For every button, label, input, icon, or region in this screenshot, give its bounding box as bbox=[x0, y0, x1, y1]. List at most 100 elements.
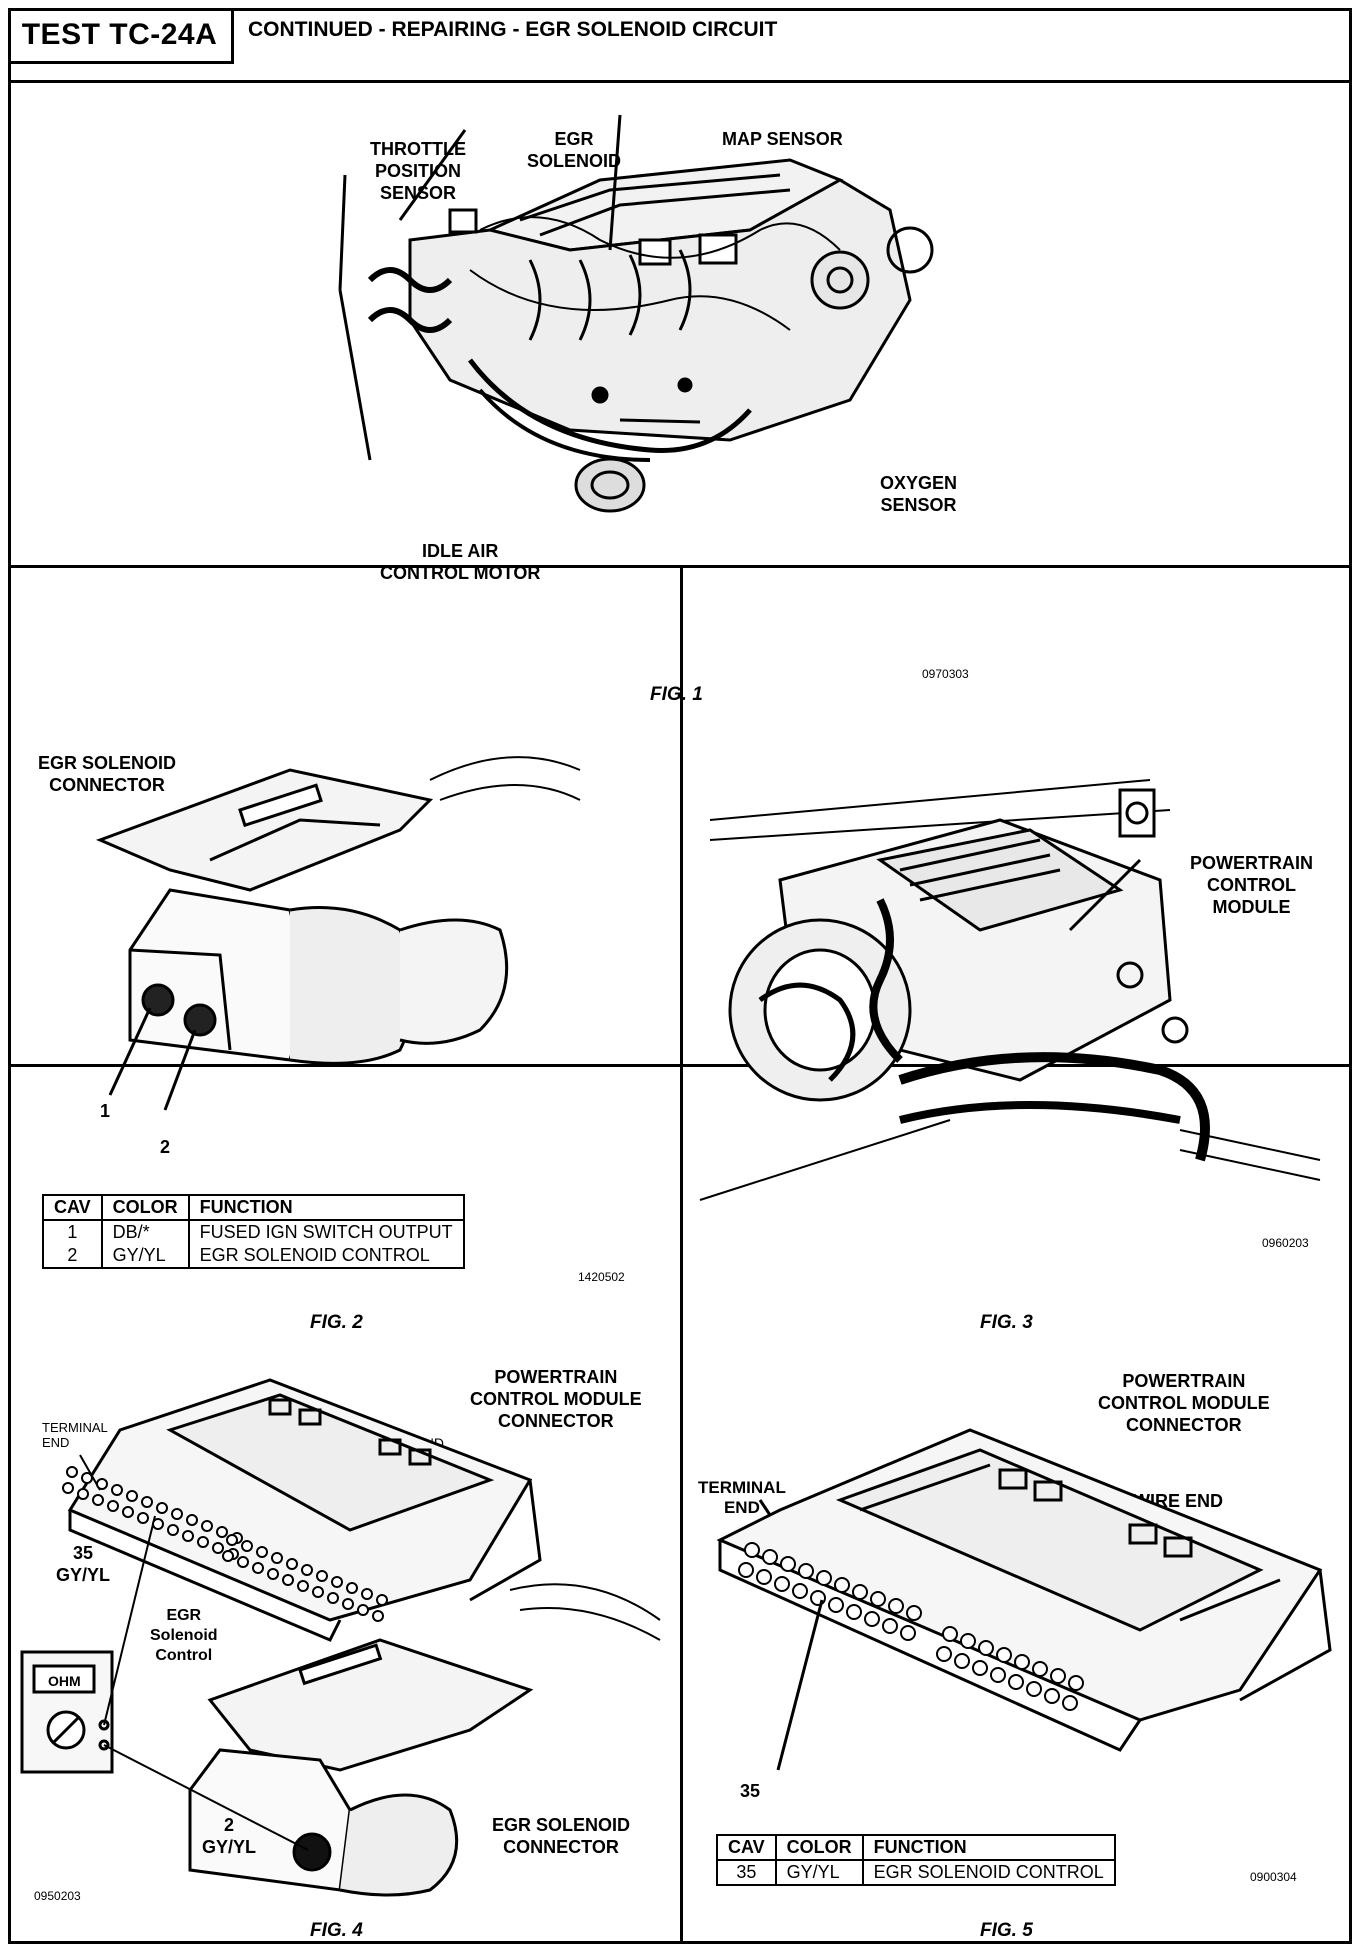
connector-pin bbox=[1068, 1675, 1084, 1691]
table-cell: 1 bbox=[42, 1219, 103, 1244]
egr-solenoid-connector-title: EGR SOLENOID CONNECTOR bbox=[38, 753, 177, 795]
table-cell: DB/* bbox=[100, 1219, 190, 1244]
connector-pin bbox=[1026, 1681, 1042, 1697]
table-header: CAV bbox=[716, 1834, 777, 1861]
connector-pin bbox=[111, 1484, 123, 1496]
connector-pin bbox=[156, 1502, 168, 1514]
connector-pin bbox=[216, 1526, 228, 1538]
connector-pin bbox=[222, 1550, 234, 1562]
header-divider bbox=[8, 80, 1352, 83]
egr-connector-illustration bbox=[95, 756, 581, 1111]
fig3-code: 0960203 bbox=[1262, 1236, 1309, 1250]
connector-pin bbox=[152, 1518, 164, 1530]
table-header: FUNCTION bbox=[861, 1834, 1116, 1861]
fig4-pcm-connector-label: POWERTRAIN CONTROL MODULE CONNECTOR bbox=[470, 1367, 642, 1431]
fig4-pin2-label: 2 GY/YL bbox=[202, 1815, 257, 1857]
connector-pin bbox=[126, 1490, 138, 1502]
connector-pin bbox=[66, 1466, 78, 1478]
connector-pin bbox=[762, 1549, 778, 1565]
table-cell: GY/YL bbox=[774, 1859, 864, 1886]
connector-pin bbox=[738, 1562, 754, 1578]
throttle-position-sensor-label: THROTTLE POSITION SENSOR bbox=[370, 139, 466, 203]
fig2-pin-table: CAV COLOR FUNCTION 1 DB/* FUSED IGN SWIT… bbox=[42, 1194, 465, 1269]
fig4-egr-solenoid-control-label: EGR Solenoid Control bbox=[150, 1607, 218, 1664]
table-cell: 2 bbox=[42, 1244, 103, 1269]
connector-pin bbox=[906, 1605, 922, 1621]
connector-pin bbox=[286, 1558, 298, 1570]
connector-pin bbox=[888, 1598, 904, 1614]
test-id: TEST TC-24A bbox=[21, 17, 218, 51]
map-sensor-label: MAP SENSOR bbox=[722, 129, 843, 149]
connector-pin bbox=[271, 1552, 283, 1564]
fig4-terminal-end-label: TERMINAL END bbox=[42, 1420, 108, 1450]
idle-air-control-motor-label: IDLE AIR CONTROL MOTOR bbox=[380, 541, 541, 583]
connector-pin bbox=[212, 1542, 224, 1554]
connector-pin bbox=[201, 1520, 213, 1532]
table-cell: EGR SOLENOID CONTROL bbox=[187, 1244, 465, 1269]
connector-pin bbox=[372, 1610, 384, 1622]
connector-pin bbox=[62, 1482, 74, 1494]
connector-pin bbox=[226, 1534, 238, 1546]
connector-pin bbox=[756, 1569, 772, 1585]
connector-pin bbox=[1044, 1688, 1060, 1704]
fig5-caption: FIG. 5 bbox=[980, 1920, 1033, 1941]
connector-pin bbox=[882, 1618, 898, 1634]
connector-pin bbox=[798, 1563, 814, 1579]
connector-pin bbox=[171, 1508, 183, 1520]
connector-pin bbox=[744, 1542, 760, 1558]
ohmmeter-display: OHM bbox=[48, 1673, 81, 1689]
connector-pin bbox=[1062, 1695, 1078, 1711]
connector-pin bbox=[900, 1625, 916, 1641]
connector-pin bbox=[282, 1574, 294, 1586]
table-row: 2 GY/YL EGR SOLENOID CONTROL bbox=[42, 1244, 465, 1269]
fig5-pin35-label: 35 bbox=[740, 1781, 761, 1801]
pin2-label: 2 bbox=[160, 1137, 171, 1157]
table-header: FUNCTION bbox=[187, 1194, 465, 1221]
connector-pin bbox=[301, 1564, 313, 1576]
connector-pin bbox=[107, 1500, 119, 1512]
connector-pin bbox=[137, 1512, 149, 1524]
fig5-terminal-end-label: TERMINAL END bbox=[698, 1478, 786, 1517]
fig4-pcm-connector-illustration bbox=[20, 1378, 661, 1897]
connector-pin bbox=[197, 1536, 209, 1548]
fig2-caption: FIG. 2 bbox=[310, 1312, 363, 1333]
connector-pin bbox=[936, 1646, 952, 1662]
test-id-box: TEST TC-24A bbox=[8, 8, 234, 64]
connector-pin bbox=[376, 1594, 388, 1606]
engine-illustration bbox=[338, 114, 934, 513]
egr-solenoid-label: EGR SOLENOID bbox=[527, 129, 622, 171]
connector-pin bbox=[316, 1570, 328, 1582]
connector-pin bbox=[167, 1524, 179, 1536]
fig4-pin35-label: 35 GY/YL bbox=[56, 1543, 111, 1585]
connector-pin bbox=[182, 1530, 194, 1542]
fig1-caption: FIG. 1 bbox=[650, 684, 703, 705]
connector-pin bbox=[870, 1591, 886, 1607]
table-cell: 35 bbox=[716, 1859, 777, 1886]
fig5-pcm-connector-label: POWERTRAIN CONTROL MODULE CONNECTOR bbox=[1098, 1371, 1270, 1435]
connector-pin bbox=[256, 1546, 268, 1558]
connector-pin bbox=[1032, 1661, 1048, 1677]
table-row: 1 DB/* FUSED IGN SWITCH OUTPUT bbox=[42, 1219, 465, 1244]
fig3-caption: FIG. 3 bbox=[980, 1312, 1033, 1333]
connector-pin bbox=[1014, 1654, 1030, 1670]
connector-pin bbox=[834, 1577, 850, 1593]
table-header: COLOR bbox=[100, 1194, 190, 1221]
connector-pin bbox=[81, 1472, 93, 1484]
connector-pin bbox=[141, 1496, 153, 1508]
fig2-code: 1420502 bbox=[578, 1270, 625, 1284]
table-header-row: CAV COLOR FUNCTION bbox=[716, 1834, 1116, 1861]
connector-pin bbox=[780, 1556, 796, 1572]
pcm-location-illustration bbox=[699, 779, 1321, 1201]
fig4-code: 0950203 bbox=[34, 1889, 81, 1903]
connector-pin bbox=[96, 1478, 108, 1490]
connector-pin bbox=[357, 1604, 369, 1616]
connector-pin bbox=[978, 1640, 994, 1656]
fig5-pcm-connector-illustration bbox=[716, 1428, 1332, 1752]
oxygen-sensor-label: OXYGEN SENSOR bbox=[880, 473, 958, 515]
connector-pin bbox=[77, 1488, 89, 1500]
connector-pin bbox=[327, 1592, 339, 1604]
table-cell: EGR SOLENOID CONTROL bbox=[861, 1859, 1116, 1886]
connector-pin bbox=[92, 1494, 104, 1506]
